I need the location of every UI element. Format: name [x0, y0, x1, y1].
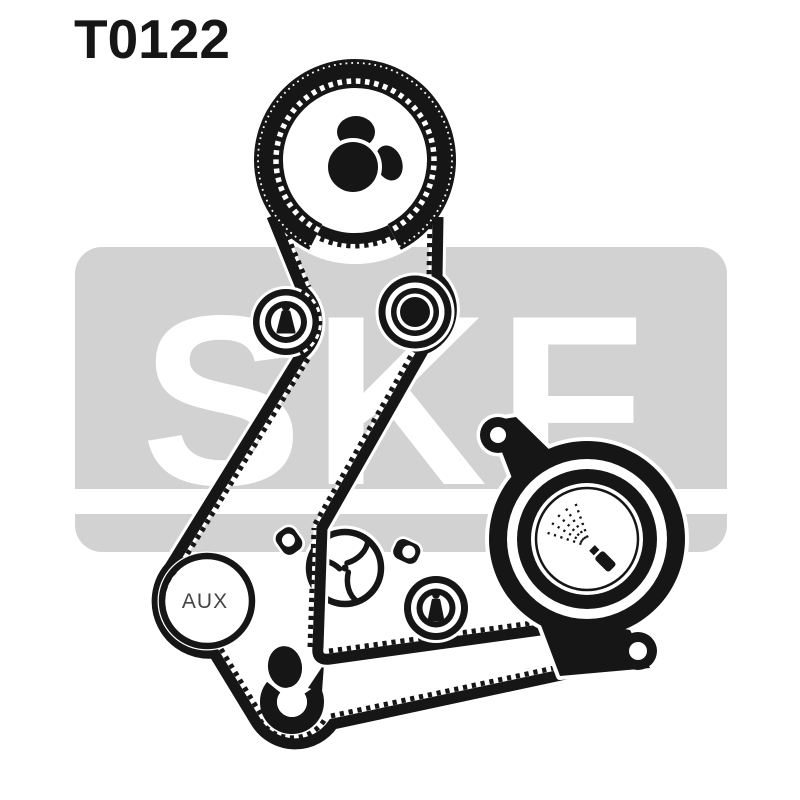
grease-spray-icon	[544, 501, 616, 572]
idler-pulley-left	[250, 286, 322, 358]
sprocket-bottom-arc	[316, 225, 394, 244]
tensioner-pulley	[401, 573, 471, 643]
belt-back-texture	[257, 62, 453, 248]
belt-teeth	[174, 210, 574, 741]
sprocket-teeth-ring	[273, 78, 437, 233]
belt-teeth-idler-left	[298, 289, 322, 356]
water-pump-ear-left	[272, 524, 306, 558]
tensioner-pin-icon	[427, 591, 445, 622]
sprocket-bottom-teeth	[314, 234, 396, 249]
idler-pulley-right	[375, 272, 455, 352]
crank-key-icon	[267, 646, 303, 688]
flange-bolt-hole-top	[490, 427, 506, 443]
idler-hub	[400, 297, 430, 327]
aux-pulley: AUX	[157, 551, 257, 651]
flange-bolt-hole-bottom	[629, 642, 647, 660]
crank-bore	[277, 687, 307, 717]
belt-wrap-ring	[254, 58, 456, 250]
seal-flange	[476, 413, 689, 680]
crankshaft-sprocket	[260, 646, 324, 734]
camshaft-hub-icon	[324, 116, 403, 196]
idler-pin-icon	[276, 302, 296, 334]
aux-pulley-label: AUX	[182, 590, 228, 613]
belt-teeth-aux	[160, 569, 214, 648]
water-pump-ear-right	[390, 536, 424, 566]
belt-teeth-idler-right	[422, 281, 452, 348]
part-number-title: T0122	[74, 8, 230, 70]
camshaft-sprocket	[254, 58, 456, 265]
seal-lip-ring	[534, 486, 640, 592]
